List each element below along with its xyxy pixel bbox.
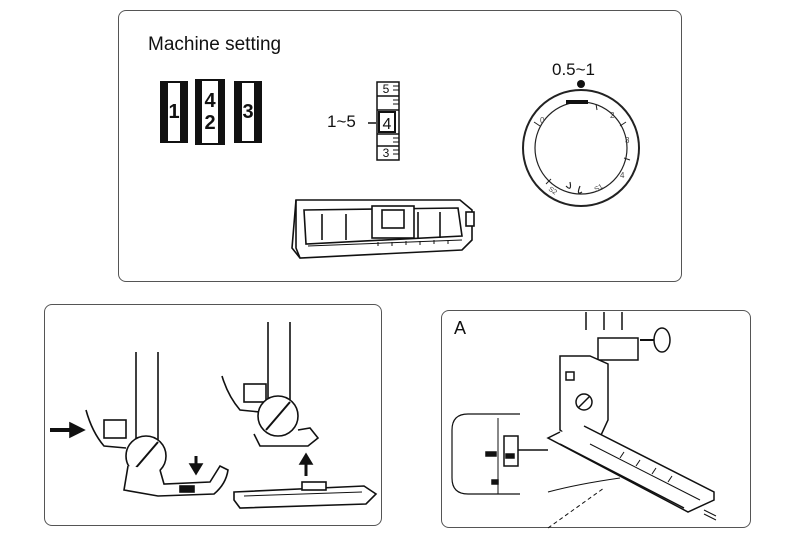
presser-foot-attach-illustration [50,322,378,509]
stitch-width-dial: 2 3 4 0 S2 S1 [522,80,640,207]
svg-text:S2: S2 [547,186,558,197]
stitch-length-range-label: 1~5 [327,112,356,131]
svg-text:3: 3 [625,136,630,145]
arrow-right-head [69,421,86,439]
detail-label-a: A [454,318,467,338]
svg-text:4: 4 [620,171,625,180]
pattern-box-3: 3 [234,81,262,143]
stitch-length-scale [368,81,400,161]
length-scale-3: 3 [383,146,390,160]
arrow-up-icon [298,452,314,465]
buttonhole-foot-illustration [291,199,475,259]
svg-text:2: 2 [610,111,615,120]
arrow-down-icon [188,463,204,476]
panel-title: Machine setting [148,34,282,55]
length-scale-5: 5 [383,82,390,96]
svg-text:0: 0 [540,116,545,125]
length-scale-4: 4 [383,116,392,133]
foot-guide-detail-illustration [451,312,717,529]
pattern-box-1: 1 [160,81,188,143]
dial-indicator-dot [577,80,585,88]
svg-text:S1: S1 [594,183,605,193]
pattern-box-2: 4 2 [195,79,225,145]
stitch-width-range-label: 0.5~1 [552,60,596,79]
